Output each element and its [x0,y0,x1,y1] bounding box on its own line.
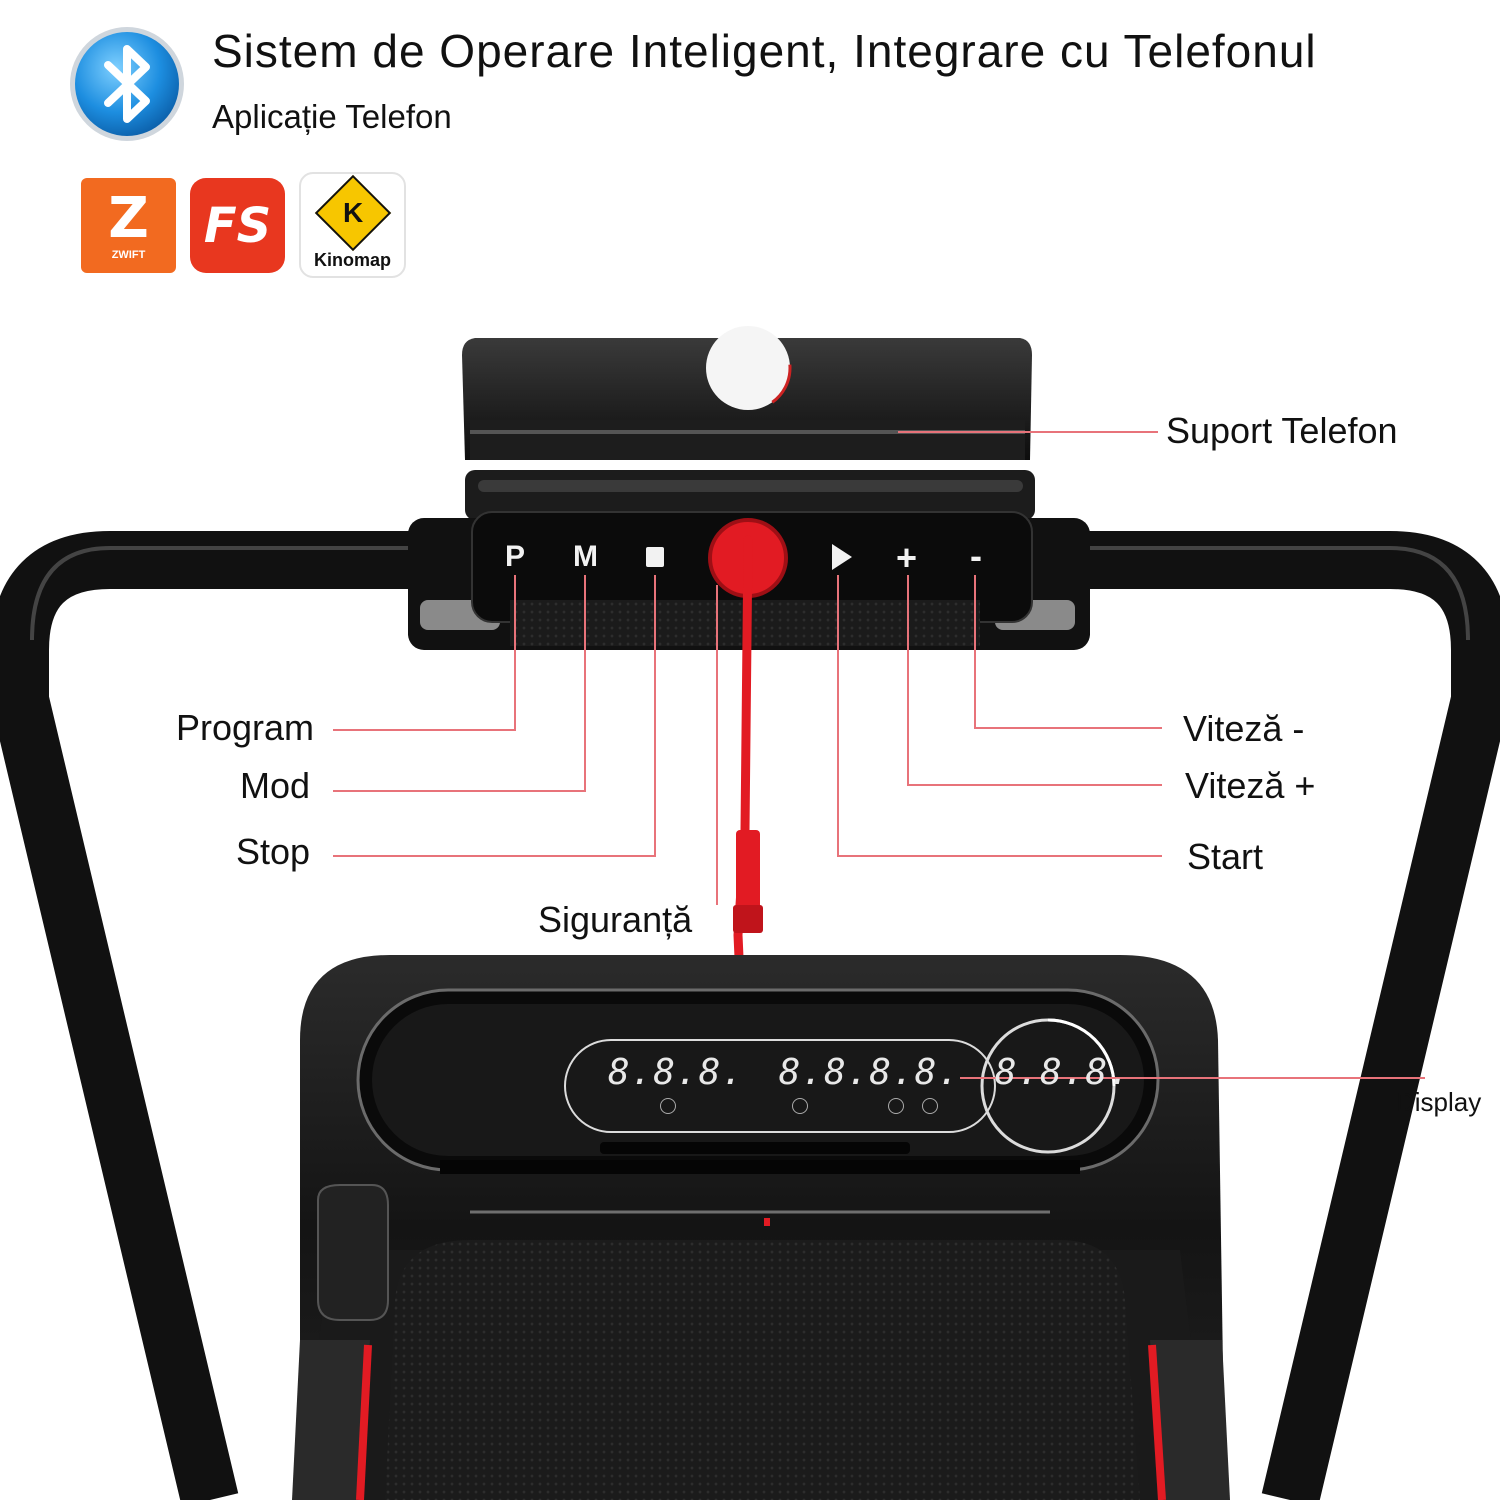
callout-stop: Stop [235,831,310,872]
kinomap-logo-text: Kinomap [313,249,391,270]
display-icons [660,1098,940,1116]
callout-speed-down: Viteză - [1183,708,1305,749]
mode-button[interactable]: M [573,540,598,573]
safety-key-button[interactable] [712,522,784,594]
zwift-logo-text: ZWIFT [111,248,146,261]
display-distance: 8.8.8. [994,1052,1131,1093]
callout-start: Start [1187,836,1264,877]
callout-phone-holder: Suport Telefon [1166,410,1398,451]
display-speed: 8.8.8. [608,1052,745,1093]
callout-safety: Siguranță [538,899,693,940]
stop-button[interactable] [646,547,664,567]
speed-down-button[interactable]: - [970,535,982,576]
bluetooth-icon [68,25,186,143]
zwift-logo: Z ZWIFT [81,178,176,273]
steps-icon [922,1098,938,1114]
fs-logo-text: FS [203,197,272,254]
clock-icon [792,1098,808,1114]
callout-mode: Mod [239,765,310,806]
speed-icon [660,1098,676,1114]
speed-up-button[interactable]: + [896,537,918,578]
callout-program: Program [175,707,314,748]
callout-display: Display [1396,1087,1482,1117]
display-panel: 8.8.8. 8.8.8.8. 8.8.8. [608,1052,1131,1093]
callout-speed-up: Viteză + [1185,765,1316,806]
start-button[interactable] [832,544,852,570]
kinomap-logo: K Kinomap [299,172,406,278]
program-button[interactable]: P [505,540,526,573]
kinomap-sign-icon: K [314,174,391,251]
page-subtitle: Aplicație Telefon [212,98,452,135]
display-time: 8.8.8.8. [778,1052,961,1093]
calories-icon [888,1098,904,1114]
page-title: Sistem de Operare Inteligent, Integrare … [212,25,1317,77]
fs-logo: FS [190,178,285,273]
